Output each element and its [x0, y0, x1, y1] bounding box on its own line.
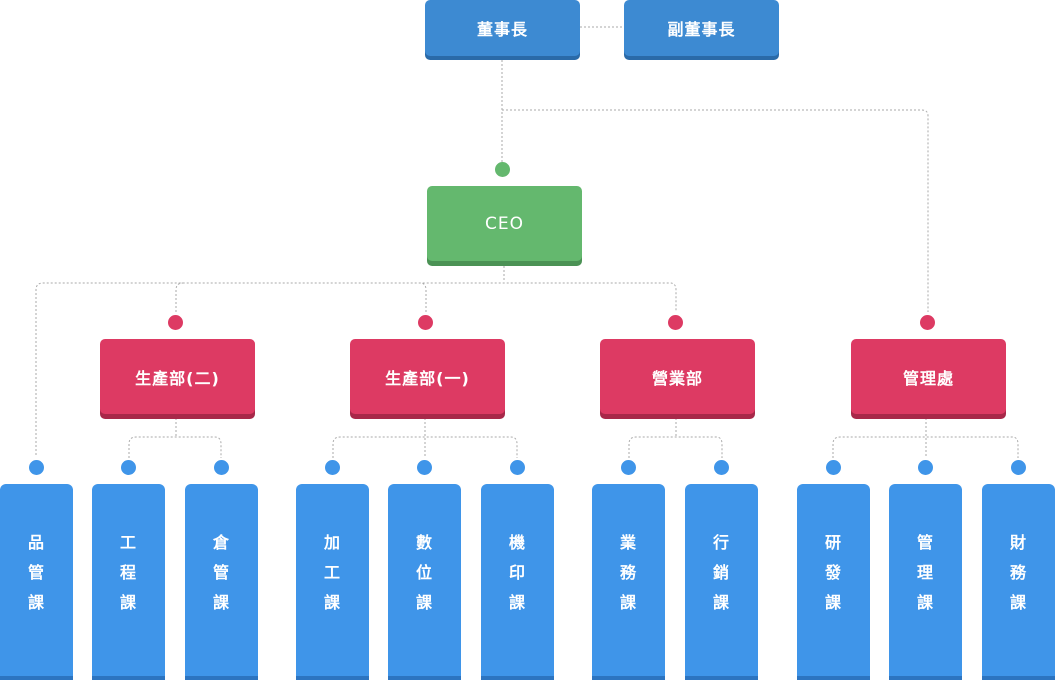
ceo-box: CEO: [427, 186, 582, 261]
unit-dot: [714, 460, 729, 475]
unit-label: 研發課: [825, 528, 842, 618]
unit-label-char: 管: [212, 563, 230, 582]
unit-label-char: 業: [619, 533, 637, 552]
division-label: 管理處: [902, 368, 954, 388]
unit-label: 品管課: [28, 528, 45, 618]
unit-label-char: 機: [508, 533, 526, 552]
division-label: 營業部: [651, 368, 703, 388]
unit-administration: 管理課: [889, 484, 962, 676]
unit-label-char: 銷: [712, 563, 730, 582]
unit-label-char: 管: [916, 533, 934, 552]
unit-label-char: 程: [119, 563, 137, 582]
unit-dot: [918, 460, 933, 475]
unit-label-char: 課: [27, 593, 45, 612]
unit-rnd: 研發課: [797, 484, 870, 676]
ceo-label: CEO: [485, 213, 524, 234]
unit-dot: [121, 460, 136, 475]
unit-label-char: 研: [824, 533, 842, 552]
unit-label-char: 倉: [212, 533, 230, 552]
division-dot-sales: [668, 315, 683, 330]
vice-chairman-box: 副董事長: [624, 0, 779, 56]
unit-label-char: 課: [212, 593, 230, 612]
unit-label-char: 課: [119, 593, 137, 612]
unit-label-char: 課: [712, 593, 730, 612]
vice-chairman-label: 副董事長: [667, 20, 736, 39]
unit-label-char: 印: [508, 563, 526, 582]
unit-label-char: 管: [27, 563, 45, 582]
unit-label-char: 課: [916, 593, 934, 612]
unit-label-char: 位: [415, 563, 433, 582]
unit-label-char: 務: [619, 563, 637, 582]
unit-label: 行銷課: [713, 528, 730, 618]
chairman-box: 董事長: [425, 0, 580, 56]
unit-dot: [826, 460, 841, 475]
unit-marketing: 行銷課: [685, 484, 758, 676]
unit-dot: [214, 460, 229, 475]
division-production-2: 生產部(二): [100, 339, 255, 414]
unit-label-char: 工: [119, 533, 137, 552]
unit-machine-print: 機印課: [481, 484, 554, 676]
unit-quality-control: 品管課: [0, 484, 73, 676]
unit-label-char: 財: [1009, 533, 1027, 552]
unit-label: 業務課: [620, 528, 637, 618]
unit-dot: [621, 460, 636, 475]
division-dot-production-2: [168, 315, 183, 330]
unit-label: 數位課: [416, 528, 433, 618]
unit-label: 財務課: [1010, 528, 1027, 618]
division-dot-production-1: [418, 315, 433, 330]
unit-dot: [325, 460, 340, 475]
unit-processing: 加工課: [296, 484, 369, 676]
unit-label-char: 課: [619, 593, 637, 612]
unit-label: 倉管課: [213, 528, 230, 618]
unit-dot: [1011, 460, 1026, 475]
division-management: 管理處: [851, 339, 1006, 414]
unit-finance: 財務課: [982, 484, 1055, 676]
unit-label-char: 數: [415, 533, 433, 552]
unit-label-char: 課: [824, 593, 842, 612]
unit-digital: 數位課: [388, 484, 461, 676]
unit-label-char: 課: [415, 593, 433, 612]
unit-label-char: 課: [1009, 593, 1027, 612]
division-label: 生產部(一): [385, 368, 470, 388]
unit-label-char: 發: [824, 563, 842, 582]
division-label: 生產部(二): [135, 368, 220, 388]
chairman-label: 董事長: [476, 20, 528, 39]
unit-label-char: 品: [27, 533, 45, 552]
division-sales: 營業部: [600, 339, 755, 414]
unit-label-char: 理: [916, 563, 934, 582]
division-production-1: 生產部(一): [350, 339, 505, 414]
unit-dot: [29, 460, 44, 475]
unit-label: 工程課: [120, 528, 137, 618]
unit-label: 機印課: [509, 528, 526, 618]
unit-dot: [417, 460, 432, 475]
unit-warehouse: 倉管課: [185, 484, 258, 676]
unit-label-char: 課: [323, 593, 341, 612]
unit-label-char: 加: [323, 533, 341, 552]
unit-label: 加工課: [324, 528, 341, 618]
unit-dot: [510, 460, 525, 475]
unit-label-char: 工: [323, 563, 341, 582]
unit-label: 管理課: [917, 528, 934, 618]
division-dot-management: [920, 315, 935, 330]
unit-label-char: 課: [508, 593, 526, 612]
unit-label-char: 行: [712, 533, 730, 552]
unit-label-char: 務: [1009, 563, 1027, 582]
unit-business: 業務課: [592, 484, 665, 676]
ceo-connector-dot: [495, 162, 510, 177]
unit-engineering: 工程課: [92, 484, 165, 676]
